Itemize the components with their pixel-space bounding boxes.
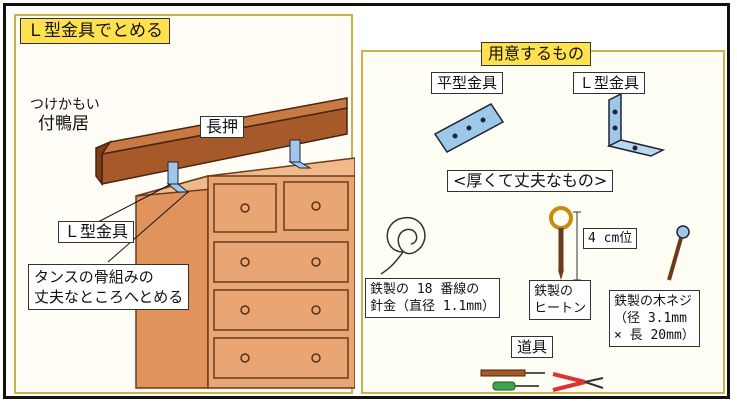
dresser-illustration (95, 97, 355, 389)
figure-frame: Ｌ型金具でとめる つけかもい 付鴨居 長押 Ｌ型金具 タンスの骨組みの 丈夫なと… (3, 3, 730, 399)
flat-bracket-icon (433, 103, 505, 153)
right-title: 用意するもの (481, 42, 592, 66)
wire-label-line2: 針金（直径 1.1mm） (370, 299, 495, 314)
thickness-note: <厚くて丈夫なもの> (447, 170, 614, 192)
rail-label-line1: つけかもい (30, 97, 100, 113)
left-title: Ｌ型金具でとめる (20, 18, 170, 44)
eye-screw-label-line1: 鉄製の (534, 284, 574, 299)
eye-screw-label-line2: ヒートン (534, 301, 587, 316)
beam-label: 長押 (200, 116, 245, 138)
wood-screw-label: 鉄製の木ネジ （径 3.1mm × 長 20mm） (609, 290, 700, 347)
wood-screw-label-line3: × 長 20mm） (614, 328, 695, 343)
materials-illustration (380, 92, 690, 392)
tools-icon (480, 369, 604, 392)
eye-screw-icon (549, 206, 581, 281)
wood-screw-label-line2: （径 3.1mm (614, 311, 687, 326)
rail-label-line2: 付鴨居 (38, 114, 89, 134)
left-panel: Ｌ型金具でとめる つけかもい 付鴨居 長押 Ｌ型金具 タンスの骨組みの 丈夫なと… (14, 14, 355, 394)
right-panel: 用意するもの 平型金具 Ｌ型金具 <厚くて丈夫なもの> 鉄製の 18 番線の 針… (361, 42, 725, 394)
instruction-line1: タンスの骨組みの (34, 268, 154, 286)
eye-size-label: 4 cm位 (583, 228, 638, 249)
wood-screw-icon (667, 225, 690, 281)
wire-label-line1: 鉄製の 18 番線の (370, 282, 480, 297)
l-bracket-icon (606, 92, 666, 157)
tools-label: 道具 (511, 336, 554, 358)
flat-bracket-label: 平型金具 (431, 72, 504, 94)
wire-label: 鉄製の 18 番線の 針金（直径 1.1mm） (365, 278, 500, 318)
bracket-label: Ｌ型金具 (58, 221, 135, 243)
instruction-line2: 丈夫なところへとめる (34, 288, 184, 306)
instruction-callout: タンスの骨組みの 丈夫なところへとめる (28, 264, 190, 310)
eye-screw-label: 鉄製の ヒートン (529, 280, 592, 320)
wire-coil-icon (380, 217, 426, 275)
l-bracket-label: Ｌ型金具 (573, 72, 646, 94)
wood-screw-label-line1: 鉄製の木ネジ (614, 294, 693, 309)
